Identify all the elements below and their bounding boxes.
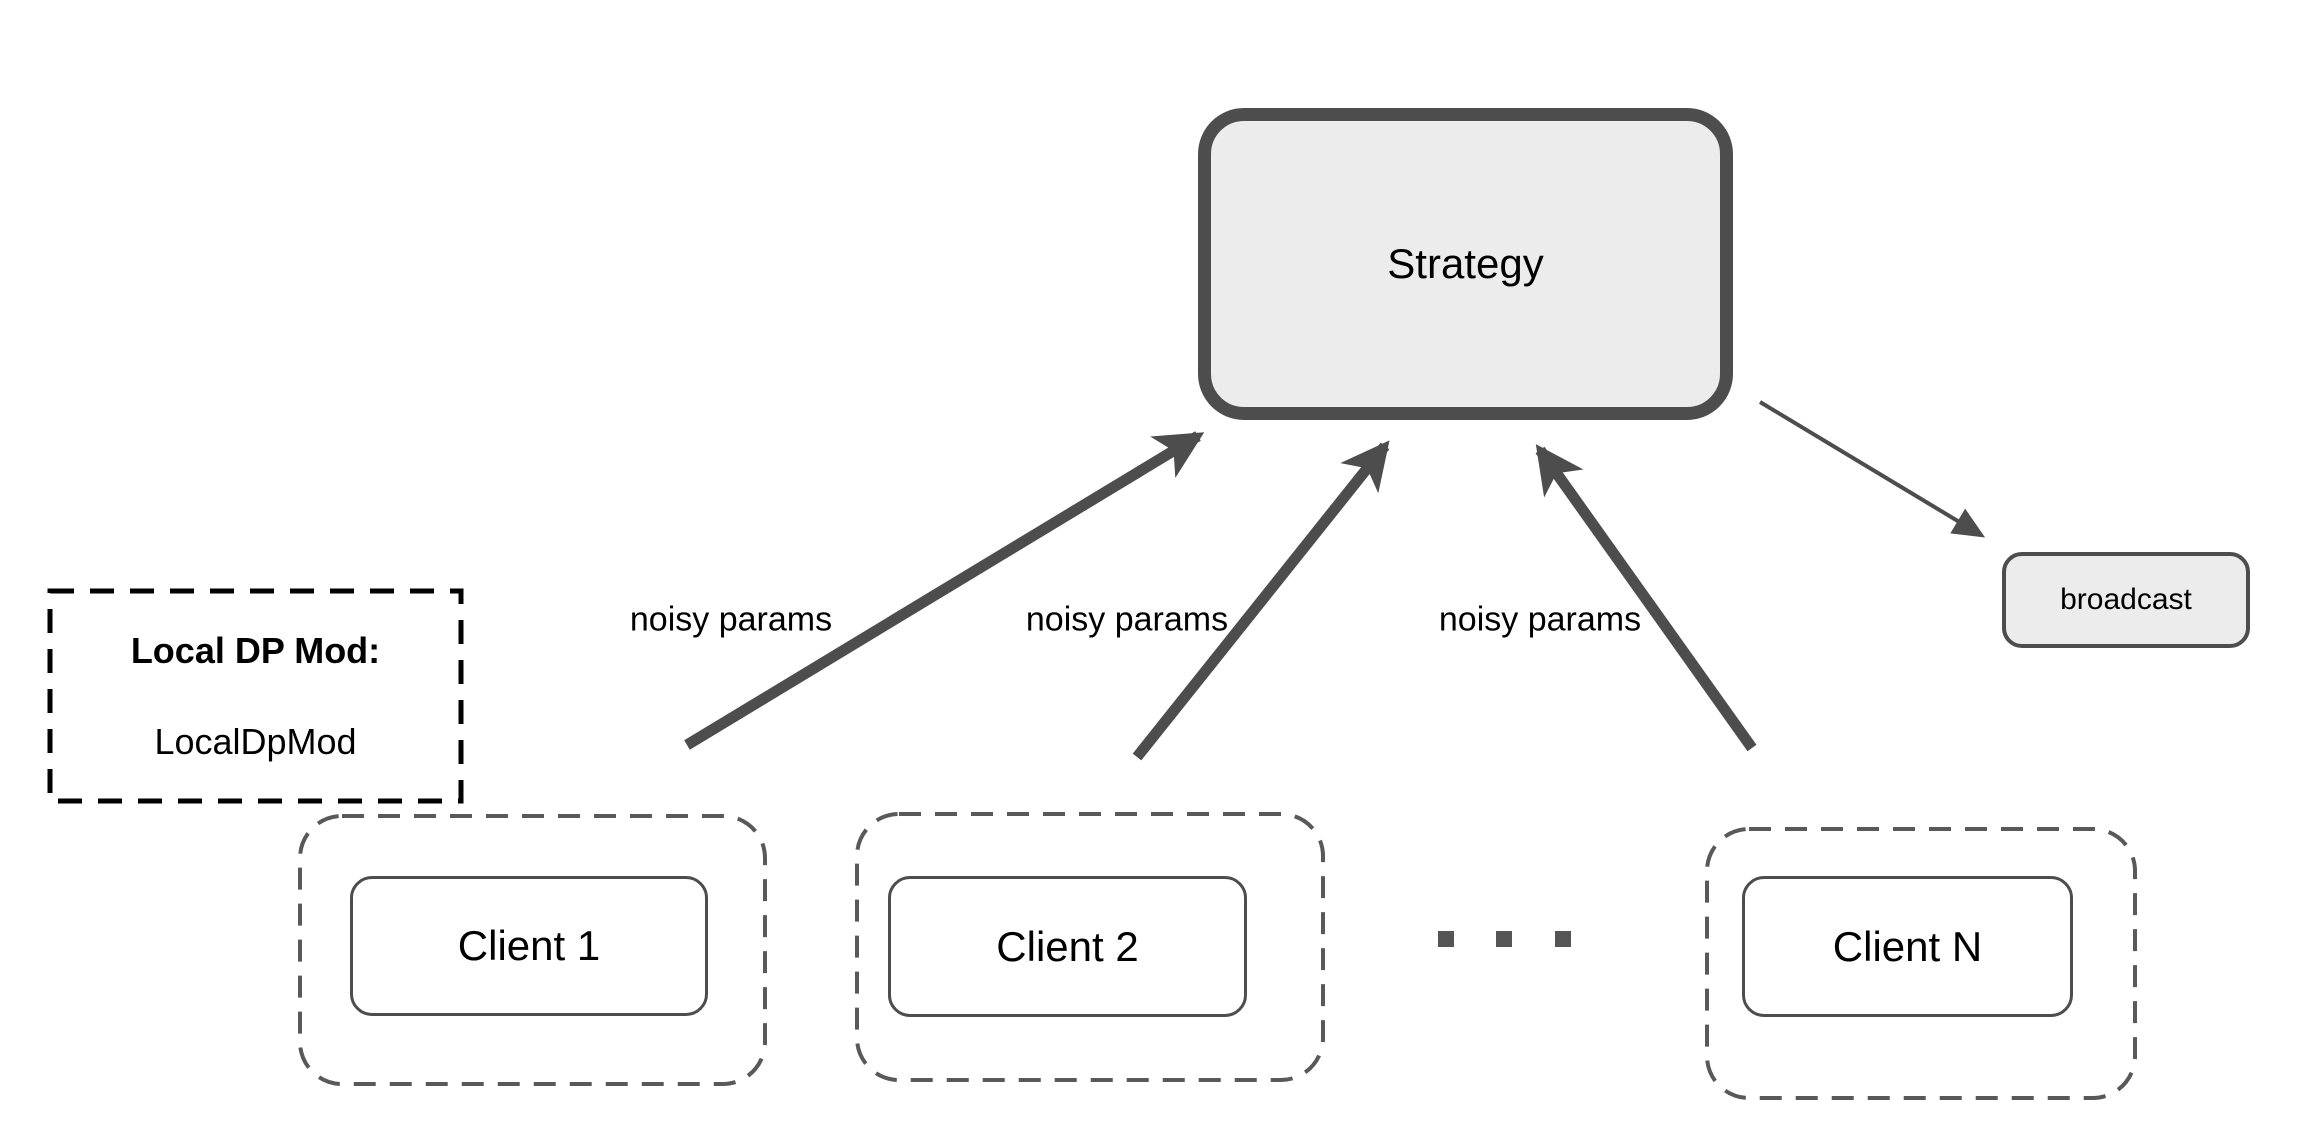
noisy-params-label-2: noisy params — [1025, 600, 1229, 639]
broadcast-node-label: broadcast — [2060, 583, 2192, 616]
local-dp-mod-value: LocalDpMod — [154, 720, 357, 762]
ellipsis-square-1 — [1438, 931, 1454, 947]
arrow-client2-to-strategy — [1132, 440, 1390, 761]
client-n-group-outline — [1705, 827, 2137, 1100]
arrow-client1-to-strategy — [684, 431, 1205, 750]
local-dp-mod-outline — [47, 588, 464, 804]
broadcast-node: broadcast — [2002, 552, 2250, 648]
client-1-node: Client 1 — [350, 876, 708, 1016]
strategy-node: Strategy — [1198, 108, 1733, 420]
strategy-node-label: Strategy — [1387, 240, 1544, 287]
local-dp-mod-title: Local DP Mod: — [130, 630, 381, 672]
noisy-params-label-1: noisy params — [629, 600, 833, 639]
arrow-strategy-to-broadcast — [1758, 400, 1986, 538]
noisy-params-label-3: noisy params — [1438, 600, 1642, 639]
client-n-label: Client N — [1832, 922, 1983, 970]
arrow-clientN-to-strategy — [1535, 444, 1757, 752]
client-n-node: Client N — [1742, 876, 2073, 1017]
client-2-group-outline — [855, 812, 1325, 1082]
client-1-label: Client 1 — [457, 922, 601, 969]
client-2-node: Client 2 — [888, 876, 1247, 1017]
ellipsis-square-3 — [1555, 931, 1571, 947]
client-1-group-outline — [298, 814, 767, 1086]
local-dp-mod-box: Local DP Mod: LocalDpMod — [48, 589, 463, 803]
ellipsis-square-2 — [1496, 931, 1512, 947]
more-clients-ellipsis-icon — [1438, 931, 1571, 947]
client-2-label: Client 2 — [996, 922, 1139, 970]
